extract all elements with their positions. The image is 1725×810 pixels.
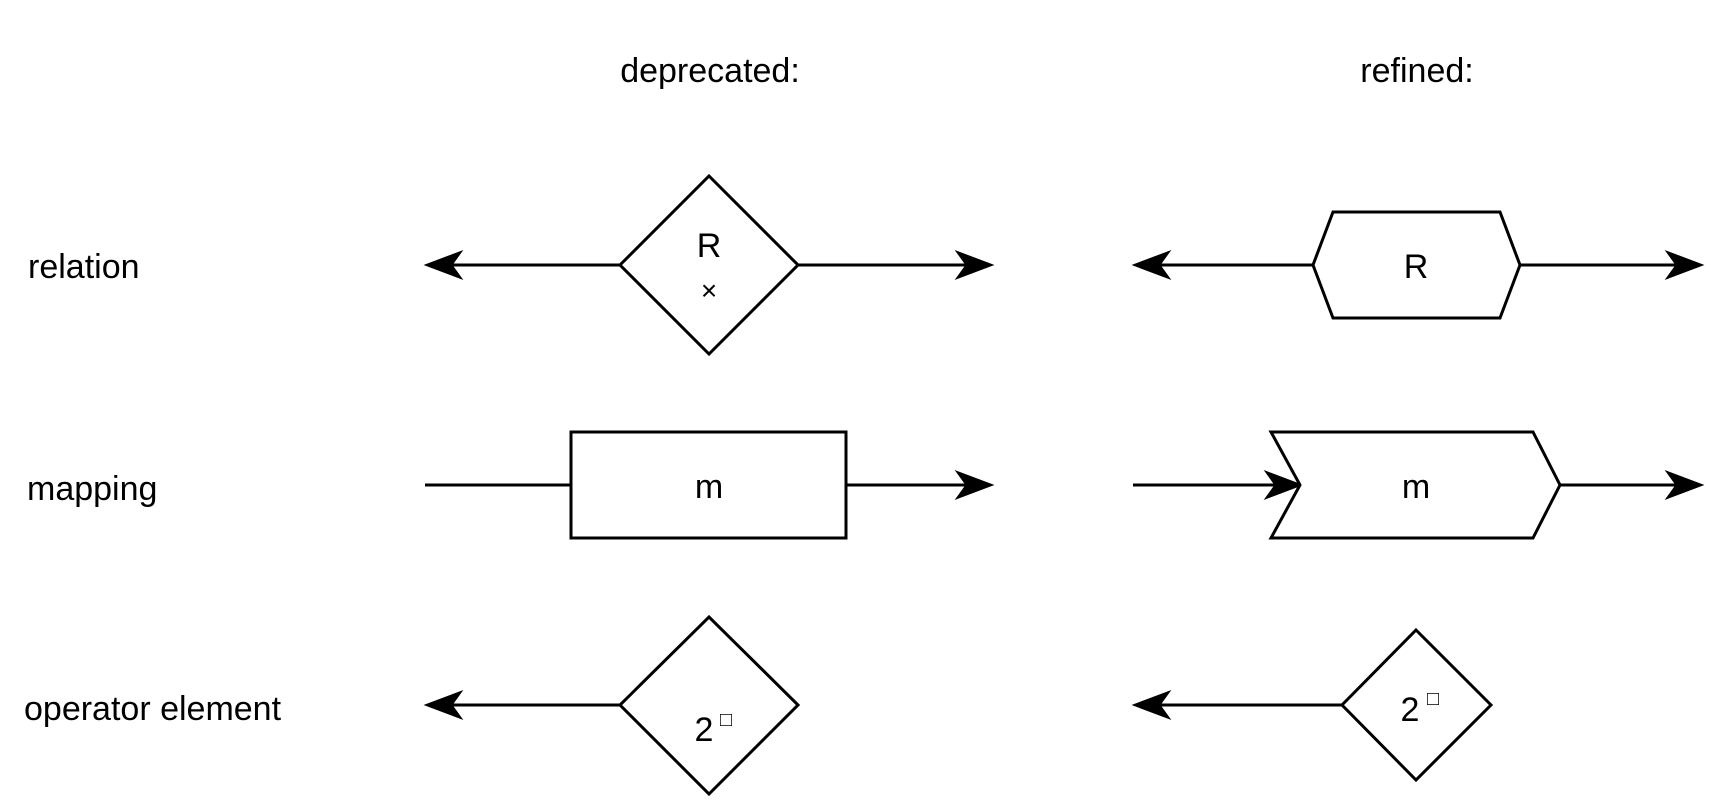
refined-operator-base: 2 bbox=[1401, 691, 1420, 729]
refined-operator-diamond bbox=[1339, 627, 1494, 783]
deprecated-operator-symbol: 2 □ bbox=[423, 614, 801, 797]
deprecated-relation-left-arrowhead bbox=[423, 249, 464, 281]
refined-mapping-output-arrowhead bbox=[1664, 469, 1705, 501]
deprecated-operator-arrowhead bbox=[423, 689, 464, 721]
deprecated-mapping-symbol: m bbox=[425, 430, 995, 540]
refined-mapping-symbol: m bbox=[1133, 430, 1705, 540]
refined-mapping-input-arrowhead bbox=[1263, 469, 1304, 501]
deprecated-relation-diamond bbox=[617, 173, 801, 357]
refined-column-heading: refined: bbox=[1360, 52, 1473, 90]
deprecated-mapping-rectangle bbox=[569, 430, 848, 540]
refined-operator-symbol: 2 □ bbox=[1131, 627, 1494, 783]
deprecated-operator-placeholder-icon: □ bbox=[720, 709, 732, 731]
deprecated-operator-diamond bbox=[617, 614, 801, 797]
deprecated-relation-symbol: R × bbox=[423, 173, 995, 357]
deprecated-mapping-output-arrowhead bbox=[954, 469, 995, 501]
refined-mapping-letter: m bbox=[1402, 468, 1430, 506]
refined-relation-hexagon bbox=[1311, 210, 1522, 320]
refined-operator-arrowhead bbox=[1131, 689, 1172, 721]
refined-relation-left-arrowhead bbox=[1131, 249, 1172, 281]
refined-mapping-chevron bbox=[1268, 430, 1562, 540]
refined-operator-placeholder-icon: □ bbox=[1427, 688, 1439, 710]
refined-relation-letter: R bbox=[1404, 248, 1429, 286]
deprecated-relation-letter: R bbox=[697, 227, 722, 265]
refined-relation-right-arrowhead bbox=[1664, 249, 1705, 281]
deprecated-relation-right-arrowhead bbox=[954, 249, 995, 281]
row-label-operator-element: operator element bbox=[24, 690, 282, 728]
row-label-relation: relation bbox=[28, 248, 140, 286]
deprecated-operator-base: 2 bbox=[695, 711, 714, 749]
refined-relation-symbol: R bbox=[1131, 210, 1705, 320]
deprecated-mapping-letter: m bbox=[695, 468, 723, 506]
row-label-mapping: mapping bbox=[27, 470, 157, 508]
deprecated-column-heading: deprecated: bbox=[620, 52, 800, 90]
deprecated-relation-times-icon: × bbox=[701, 275, 717, 306]
